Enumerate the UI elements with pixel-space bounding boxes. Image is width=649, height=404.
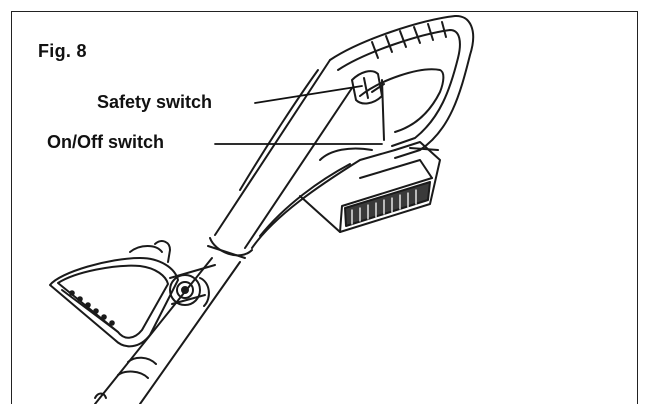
figure-label: Fig. 8 xyxy=(38,41,87,61)
lower-body xyxy=(251,147,396,249)
auxiliary-handle xyxy=(49,240,179,348)
safety-switch-label: Safety switch xyxy=(97,92,213,112)
lower-shaft xyxy=(94,257,241,404)
figure-frame xyxy=(11,11,638,404)
safety-switch-leader xyxy=(254,85,363,104)
handle-loop xyxy=(329,14,475,159)
upper-shaft xyxy=(207,59,353,259)
on-off-switch-label: On/Off switch xyxy=(47,132,164,152)
battery-pack xyxy=(299,141,441,233)
handle-clamp xyxy=(169,264,216,307)
switch-area xyxy=(351,70,385,141)
